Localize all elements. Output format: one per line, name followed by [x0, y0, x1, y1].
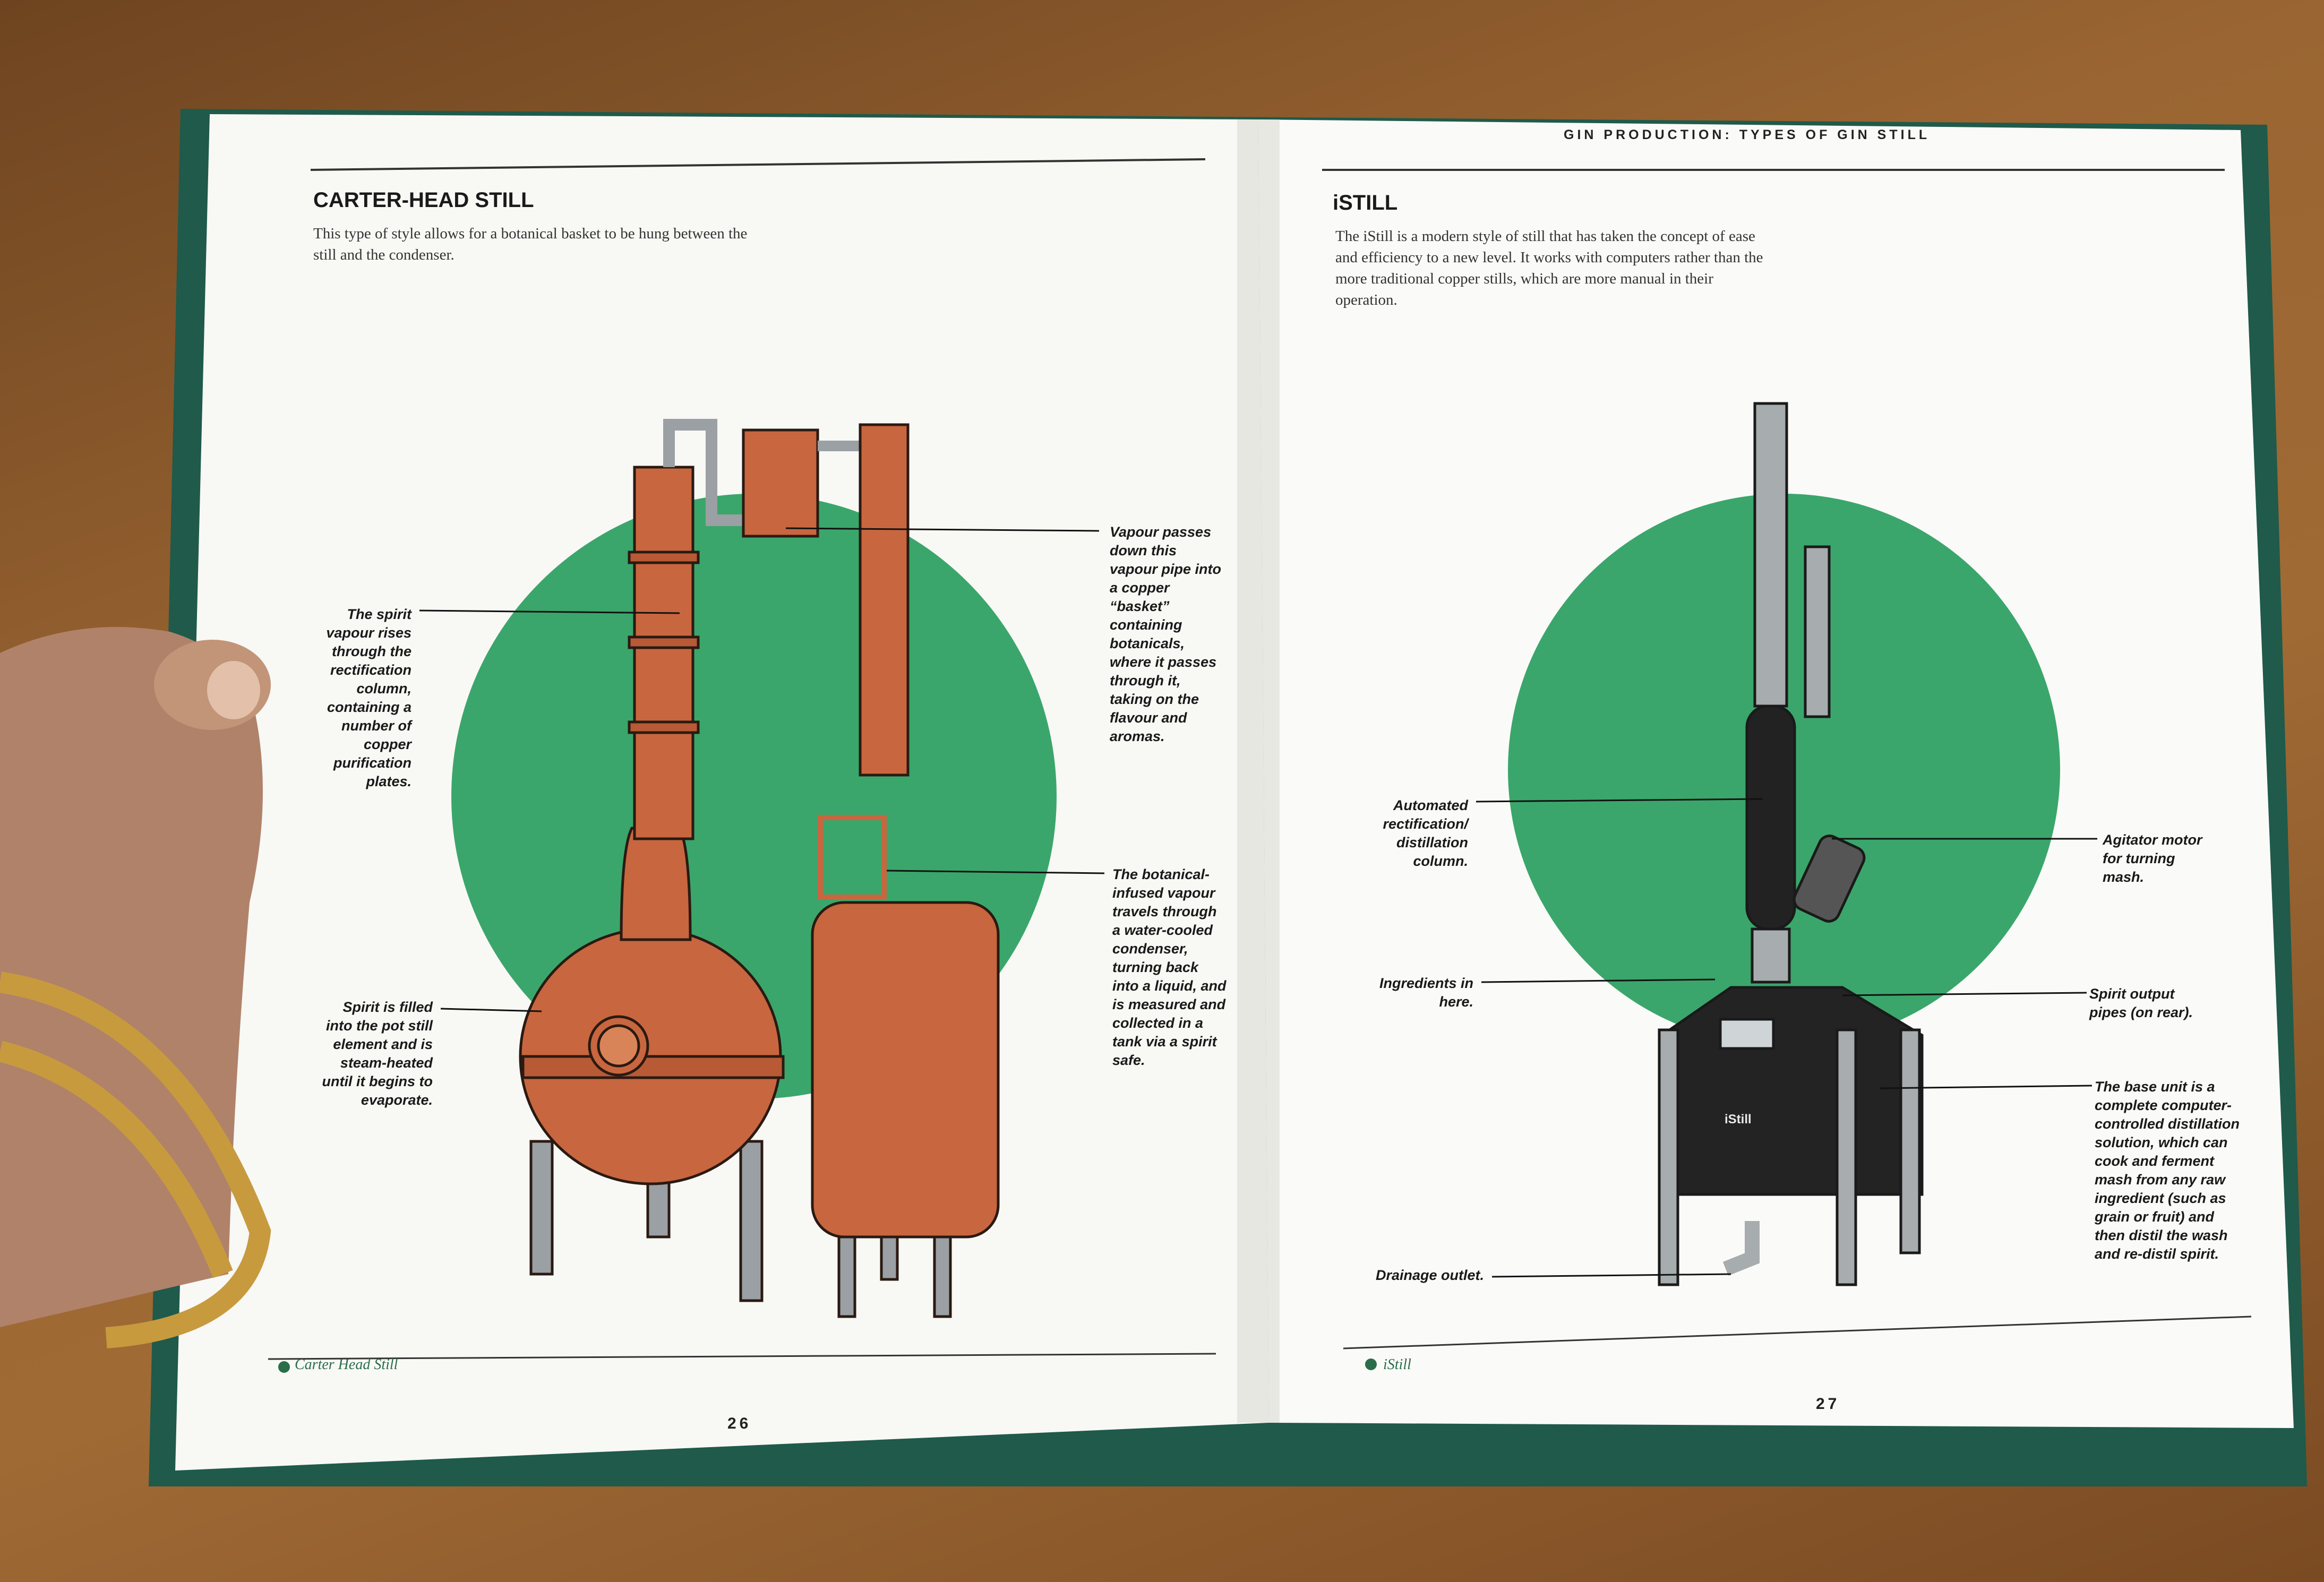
label-vapour-passes: Vapour passes down this vapour pipe into… [1110, 524, 1222, 744]
left-page-title: CARTER-HEAD STILL [313, 188, 534, 212]
leader-line [785, 527, 1100, 532]
right-page-title: iSTILL [1333, 191, 1398, 214]
left-top-rule [310, 158, 1206, 171]
right-footer: iStill [1383, 1356, 1411, 1373]
hand [0, 627, 271, 1327]
leader-line [419, 609, 680, 614]
carter-head-still-illustration [519, 419, 1000, 1318]
right-bottom-rule [1343, 1316, 2252, 1349]
label-spirit-vapour: The spirit vapour rises through the rect… [326, 606, 411, 789]
label-ingredients: Ingredients in here. [1379, 975, 1473, 1010]
label-base-unit: The base unit is a complete computer-con… [2095, 1079, 2240, 1262]
running-head: GIN PRODUCTION: TYPES OF GIN STILL [1564, 127, 1931, 142]
leader-line [886, 870, 1105, 874]
label-spirit-output: Spirit output pipes (on rear). [2089, 986, 2193, 1020]
book-gutter [1237, 119, 1280, 1423]
leader-line [1476, 798, 1763, 803]
left-footer: Carter Head Still [295, 1356, 398, 1373]
left-page-number: 26 [727, 1415, 752, 1432]
left-bottom-rule [268, 1353, 1216, 1360]
label-botanical-infused: The botanical-infused vapour travels thr… [1112, 866, 1227, 1068]
footer-marker-icon [1365, 1359, 1377, 1370]
leader-line [1491, 1273, 1731, 1278]
label-agitator-motor: Agitator motor for turning mash. [2103, 832, 2202, 885]
footer-marker-icon [278, 1361, 290, 1373]
leader-line [440, 1008, 542, 1012]
right-page-intro: The iStill is a modern style of still th… [1335, 228, 1763, 308]
label-spirit-filled: Spirit is filled into the pot still elem… [322, 999, 433, 1108]
leader-line [1842, 992, 2087, 996]
leader-line [1879, 1085, 2093, 1089]
right-page-number: 27 [1816, 1395, 1840, 1413]
label-automated-column: Automated rectification/ distillation co… [1383, 797, 1468, 869]
leader-line [1481, 978, 1716, 983]
istill-illustration [1658, 402, 1924, 1286]
left-page-intro: This type of style allows for a botanica… [313, 225, 748, 263]
label-drainage-outlet: Drainage outlet. [1375, 1267, 1484, 1283]
bamboo-bracelet [0, 971, 271, 1348]
istill-device-label: iStill [1725, 1112, 1752, 1127]
